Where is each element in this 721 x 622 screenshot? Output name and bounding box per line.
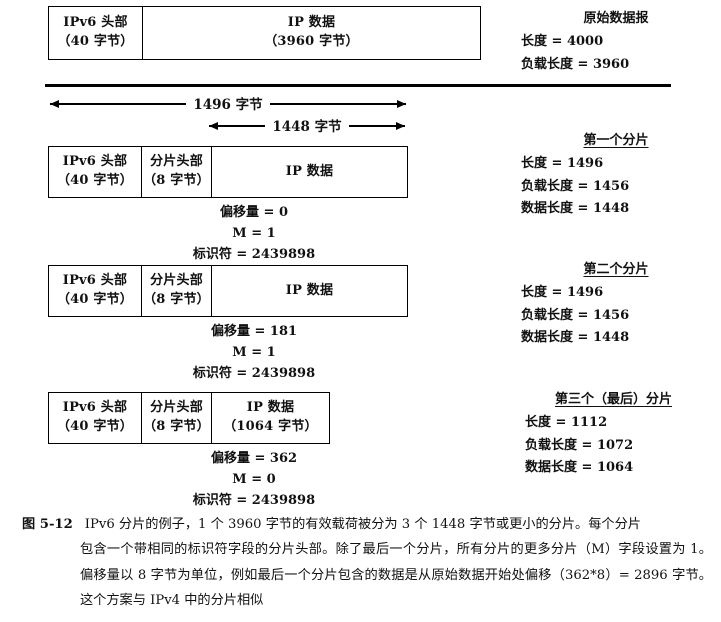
fragment-2-summary: 第二个分片 长度 = 1496 负载长度 = 1456 数据长度 = 1448 [521,259,711,349]
fragment-1-frag-header-line1: 分片头部 [150,154,203,170]
fragment-2-summary-row-2: 数据长度 = 1448 [521,330,630,346]
fragment-2-frag-header-cell: 分片头部 （8 字节） [141,266,211,316]
fragment-3-ip-data-line2: （1064 字节） [223,419,318,434]
fragment-3-ip-data-line1: IP 数据 [246,400,295,416]
fragment-2-summary-row-1: 负载长度 = 1456 [521,307,630,323]
dimension-1448: 1448 字节 [209,117,405,135]
fragment-2-field-m: M = 1 [232,345,276,361]
fragment-2-ipv6-header-cell: IPv6 头部 （40 字节） [49,266,141,316]
original-ipv6-header-line2: （40 字节） [57,34,134,49]
dimension-1448-label: 1448 字节 [272,119,342,135]
fragment-2-ipv6-header-line2: （40 字节） [56,292,134,307]
fragment-3-box: IPv6 头部 （40 字节） 分片头部 （8 字节） IP 数据 （1064 … [48,392,330,444]
fragment-1-box: IPv6 头部 （40 字节） 分片头部 （8 字节） IP 数据 [48,146,408,198]
fragment-3-frag-header-line1: 分片头部 [150,400,203,416]
fragment-3-ipv6-header-line1: IPv6 头部 [62,400,128,416]
original-ip-data-line1: IP 数据 [287,15,336,31]
original-ip-data-cell: IP 数据 （3960 字节） [142,7,480,59]
fragment-2-frag-header-line1: 分片头部 [150,273,203,289]
dimension-1448-line-right [348,121,405,130]
original-ipv6-header-cell: IPv6 头部 （40 字节） [49,7,142,59]
arrow-left-head-icon [50,99,59,108]
fragment-2-ipv6-header-line1: IPv6 头部 [62,273,128,289]
dimension-1496-line-right [269,99,406,108]
fragment-3-summary-row-1: 负载长度 = 1072 [525,437,634,453]
fragment-1-field-offset: 偏移量 = 0 [220,205,288,220]
section-divider-rule [45,84,671,87]
original-datagram-summary: 原始数据报 长度 = 4000 负载长度 = 3960 [521,8,711,76]
original-summary-row-0: 长度 = 4000 [521,34,604,50]
fragment-3-field-m: M = 0 [232,472,276,488]
figure-caption-rest: 包含一个带相同的标识符字段的分片头部。除了最后一个分片，所有分片的更多分片（M）… [80,542,712,609]
fragment-2-fields: 偏移量 = 181 M = 1 标识符 = 2439898 [98,321,410,384]
fragment-1-summary: 第一个分片 长度 = 1496 负载长度 = 1456 数据长度 = 1448 [521,130,711,220]
fragment-1-summary-row-1: 负载长度 = 1456 [521,178,630,194]
fragment-3-field-identifier: 标识符 = 2439898 [192,493,316,509]
arrow-left-head-icon [209,121,218,130]
fragment-3-ipv6-header-cell: IPv6 头部 （40 字节） [49,393,141,443]
fragment-1-field-identifier: 标识符 = 2439898 [192,247,316,263]
fragment-3-frag-header-cell: 分片头部 （8 字节） [141,393,211,443]
fragment-2-summary-row-0: 长度 = 1496 [521,285,604,301]
arrow-right-head-icon [397,99,406,108]
arrow-right-head-icon [396,121,405,130]
figure-caption-label: 图 5-12 [22,517,73,532]
fragment-1-summary-title: 第一个分片 [583,133,649,148]
fragment-3-summary-row-2: 数据长度 = 1064 [525,460,634,476]
fragment-1-ip-data-cell: IP 数据 [211,147,407,197]
fragment-1-fields: 偏移量 = 0 M = 1 标识符 = 2439898 [98,202,410,265]
fragment-3-ipv6-header-line2: （40 字节） [56,419,134,434]
fragment-1-ip-data-line1: IP 数据 [285,163,334,179]
fragment-3-summary-title: 第三个（最后）分片 [554,392,672,407]
figure-caption: 图 5-12 IPv6 分片的例子，1 个 3960 字节的有效载荷被分为 3 … [22,512,712,613]
fragment-2-frag-header-line2: （8 字节） [143,292,210,307]
fragment-2-ip-data-cell: IP 数据 [211,266,407,316]
fragment-2-field-identifier: 标识符 = 2439898 [192,366,316,382]
fragment-2-ip-data-line1: IP 数据 [285,282,334,298]
fragment-3-ip-data-cell: IP 数据 （1064 字节） [211,393,329,443]
fragment-1-summary-row-2: 数据长度 = 1448 [521,201,630,217]
fragment-2-box: IPv6 头部 （40 字节） 分片头部 （8 字节） IP 数据 [48,265,408,317]
fragment-3-fields: 偏移量 = 362 M = 0 标识符 = 2439898 [98,448,410,511]
original-summary-row-1: 负载长度 = 3960 [521,56,630,72]
fragment-1-summary-row-0: 长度 = 1496 [521,156,604,172]
figure-caption-line1: IPv6 分片的例子，1 个 3960 字节的有效载荷被分为 3 个 1448 … [84,517,641,532]
fragment-3-summary-row-0: 长度 = 1112 [525,415,608,431]
original-summary-title: 原始数据报 [583,11,649,26]
fragment-1-frag-header-line2: （8 字节） [143,173,210,188]
original-ipv6-header-line1: IPv6 头部 [63,15,128,31]
dimension-1496: 1496 字节 [50,95,406,113]
dimension-1496-label: 1496 字节 [193,97,263,113]
original-ip-data-line2: （3960 字节） [264,34,359,49]
fragment-3-summary: 第三个（最后）分片 长度 = 1112 负载长度 = 1072 数据长度 = 1… [511,389,716,479]
dimension-1496-line-left [50,99,187,108]
fragment-1-ipv6-header-cell: IPv6 头部 （40 字节） [49,147,141,197]
dimension-1448-line-left [209,121,266,130]
fragment-1-field-m: M = 1 [232,226,276,242]
fragment-3-field-offset: 偏移量 = 362 [210,451,298,466]
fragment-1-frag-header-cell: 分片头部 （8 字节） [141,147,211,197]
fragment-1-ipv6-header-line2: （40 字节） [56,173,134,188]
fragment-1-ipv6-header-line1: IPv6 头部 [62,154,128,170]
fragment-2-summary-title: 第二个分片 [583,262,649,277]
fragment-3-frag-header-line2: （8 字节） [143,419,210,434]
fragment-2-field-offset: 偏移量 = 181 [210,324,298,339]
original-datagram-box: IPv6 头部 （40 字节） IP 数据 （3960 字节） [48,6,481,60]
